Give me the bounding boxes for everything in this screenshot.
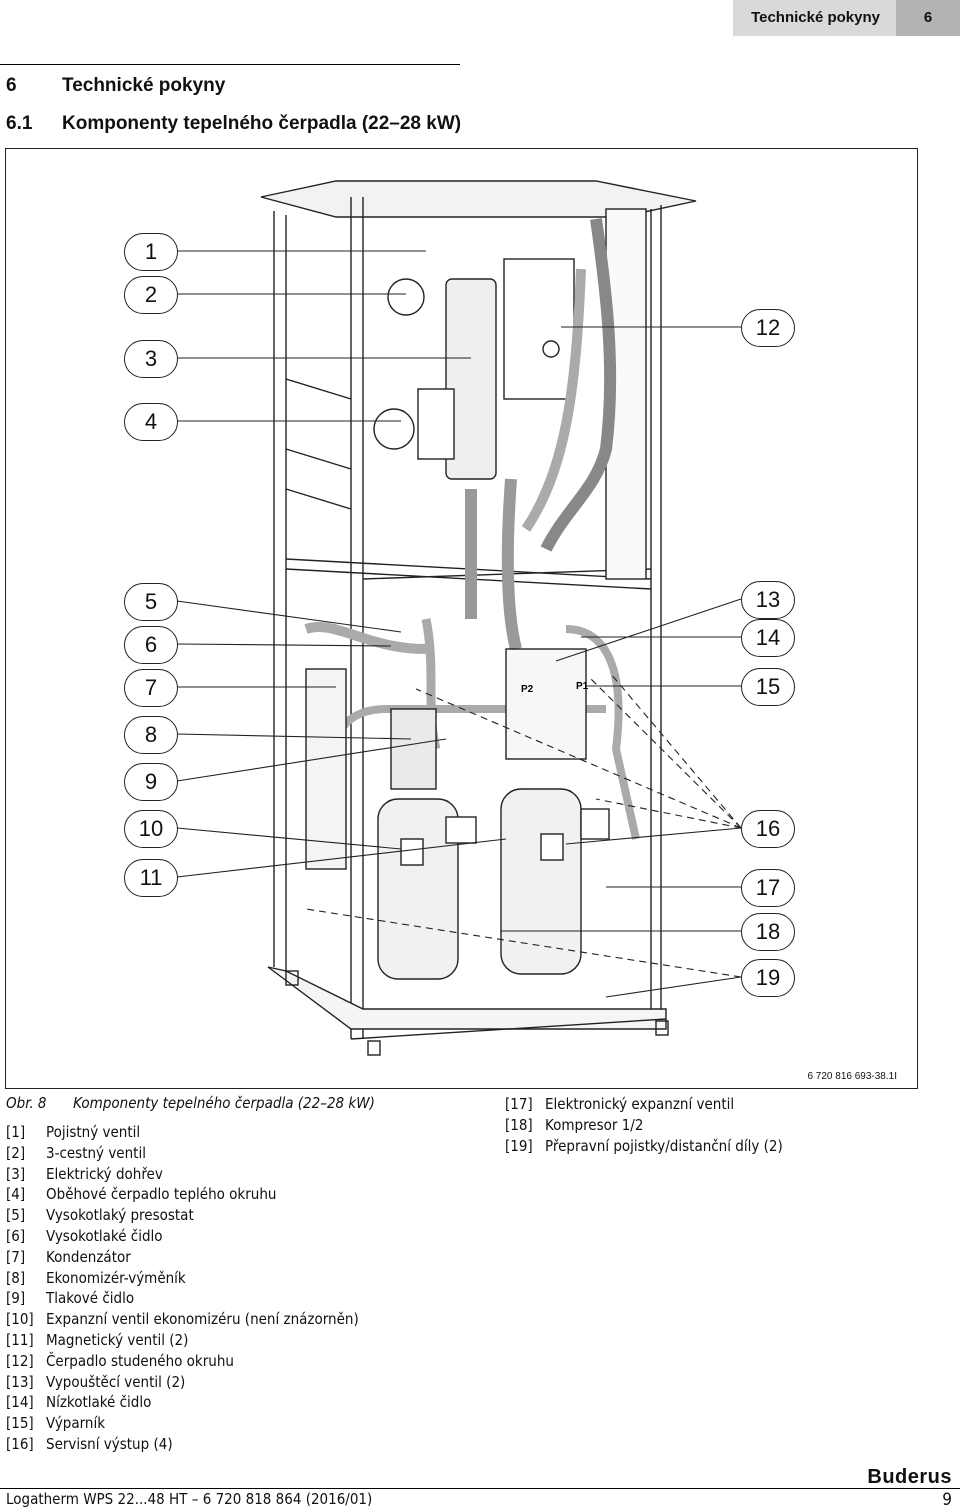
callout-11: 11 <box>124 859 178 897</box>
legend-item: [13]Vypouštěcí ventil (2) <box>6 1372 186 1391</box>
header-chapter-number: 6 <box>896 0 960 36</box>
header-title: Technické pokyny <box>733 0 896 36</box>
legend-item: [17]Elektronický expanzní ventil <box>505 1095 735 1113</box>
caption-text: Komponenty tepelného čerpadla (22–28 kW) <box>73 1094 375 1112</box>
callout-10: 10 <box>124 810 178 848</box>
legend-item: [7]Kondenzátor <box>6 1247 131 1266</box>
callout-15: 15 <box>741 668 795 706</box>
legend-item: [6]Vysokotlaké čidlo <box>6 1226 163 1245</box>
legend-right: [17]Elektronický expanzní ventil [18]Kom… <box>505 1094 783 1156</box>
section-title: Technické pokyny <box>62 75 226 96</box>
running-header: Technické pokyny 6 <box>0 0 960 36</box>
callout-6: 6 <box>124 626 178 664</box>
callout-13: 13 <box>741 581 795 619</box>
callout-18: 18 <box>741 913 795 951</box>
callout-5: 5 <box>124 583 178 621</box>
callout-2: 2 <box>124 276 178 314</box>
figure-caption: Obr. 8 Komponenty tepelného čerpadla (22… <box>6 1094 375 1112</box>
callout-19: 19 <box>741 959 795 997</box>
footer-rule <box>0 1488 960 1489</box>
callout-14: 14 <box>741 619 795 657</box>
callout-1: 1 <box>124 233 178 271</box>
legend-item: [2]3-cestný ventil <box>6 1143 146 1162</box>
p1-label: P1 <box>576 681 589 692</box>
legend-item: [9]Tlakové čidlo <box>6 1289 135 1308</box>
page-number: 9 <box>942 1490 952 1510</box>
callout-4: 4 <box>124 403 178 441</box>
figure-frame: P2 P1 <box>5 148 918 1089</box>
legend-item: [1]Pojistný ventil <box>6 1123 141 1141</box>
callout-7: 7 <box>124 669 178 707</box>
caption-prefix: Obr. 8 <box>6 1094 47 1112</box>
legend-item: [5]Vysokotlaký presostat <box>6 1206 194 1225</box>
legend-item: [16]Servisní výstup (4) <box>6 1434 173 1453</box>
legend-item: [18]Kompresor 1/2 <box>505 1115 644 1134</box>
subsection-number: 6.1 <box>6 113 33 134</box>
legend-item: [10]Expanzní ventil ekonomizéru (není zn… <box>6 1310 359 1329</box>
section-heading: 6 Technické pokyny <box>0 75 500 101</box>
figure-id: 6 720 816 693-38.1I <box>807 1071 897 1082</box>
legend-left: [1]Pojistný ventil [2]3-cestný ventil [3… <box>6 1122 359 1455</box>
callout-16: 16 <box>741 810 795 848</box>
callout-9: 9 <box>124 763 178 801</box>
legend-item: [4]Oběhové čerpadlo teplého okruhu <box>6 1185 277 1204</box>
legend-item: [15]Výparník <box>6 1414 106 1433</box>
subsection-title: Komponenty tepelného čerpadla (22–28 kW) <box>62 113 462 134</box>
legend-item: [12]Čerpadlo studeného okruhu <box>6 1351 234 1370</box>
callout-3: 3 <box>124 340 178 378</box>
legend-item: [3]Elektrický dohřev <box>6 1164 163 1183</box>
heading-rule <box>0 64 460 65</box>
p2-label: P2 <box>521 684 534 695</box>
legend-item: [11]Magnetický ventil (2) <box>6 1330 189 1349</box>
callout-8: 8 <box>124 716 178 754</box>
buderus-logo: Buderus <box>867 1466 952 1488</box>
subsection-heading: 6.1 Komponenty tepelného čerpadla (22–28… <box>0 113 500 139</box>
section-number: 6 <box>6 75 17 96</box>
legend-item: [8]Ekonomizér-výměník <box>6 1268 186 1287</box>
callout-12: 12 <box>741 309 795 347</box>
footer-document-id: Logatherm WPS 22...48 HT – 6 720 818 864… <box>6 1490 373 1508</box>
callout-17: 17 <box>741 869 795 907</box>
legend-item: [14]Nízkotlaké čidlo <box>6 1393 152 1412</box>
heat-pump-drawing: P2 P1 <box>176 180 742 1056</box>
legend-item: [19]Přepravní pojistky/distanční díly (2… <box>505 1136 783 1155</box>
